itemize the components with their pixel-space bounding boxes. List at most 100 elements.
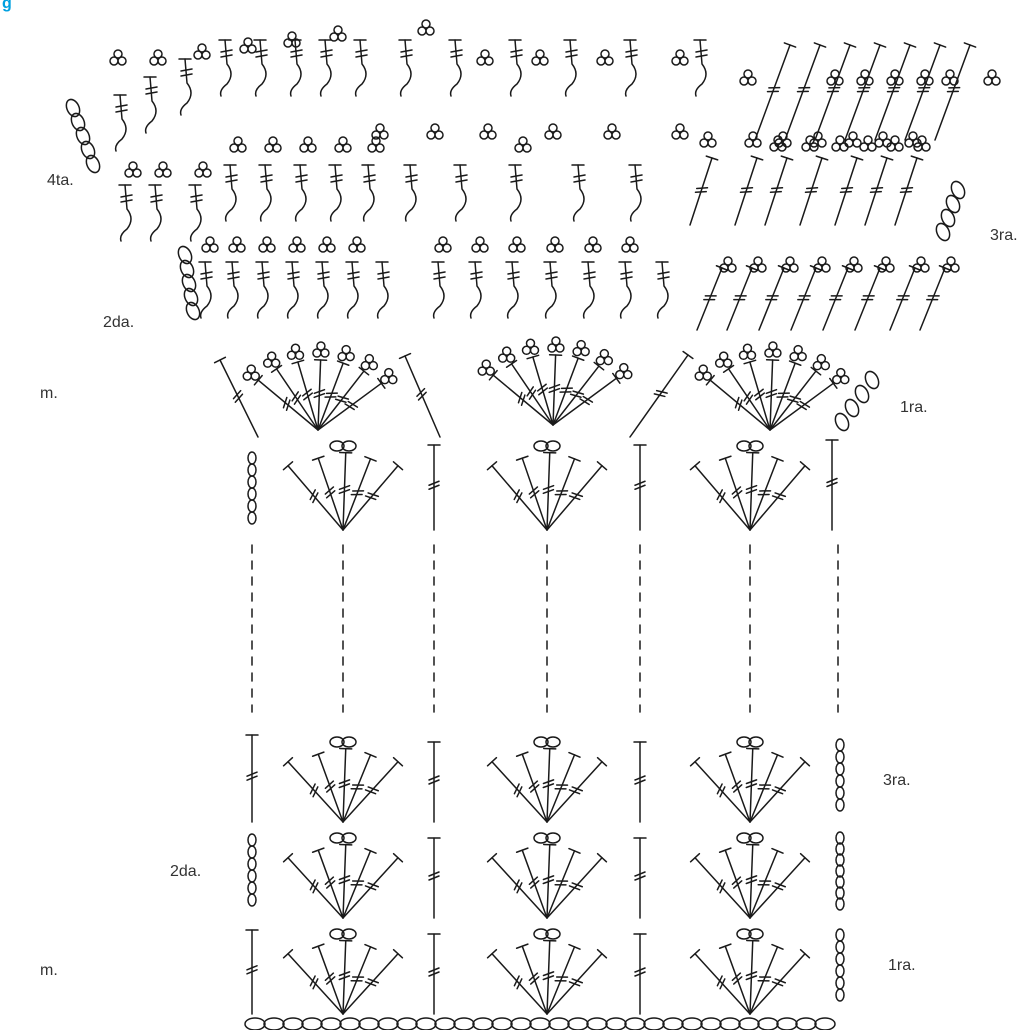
chain-ring	[162, 168, 172, 178]
chain-ring	[839, 142, 849, 152]
stitch-top-bar	[392, 852, 404, 863]
chain-stitch	[396, 1017, 418, 1030]
double-crochet-symbol	[696, 265, 729, 331]
picot-symbol	[109, 49, 127, 66]
curved-stitch-symbol	[618, 261, 633, 319]
chain-ring	[539, 56, 549, 66]
shell-fan	[533, 440, 561, 452]
chain-ring	[266, 243, 276, 253]
double-crochet-symbol	[825, 439, 839, 531]
double-crochet-symbol	[894, 155, 924, 226]
picot-symbol	[916, 69, 934, 86]
double-crochet-symbol	[743, 359, 771, 431]
stitch-yarnover-mark	[428, 775, 440, 781]
stitch-yarnover-mark	[545, 276, 558, 280]
double-crochet-symbol	[633, 837, 647, 919]
stitch-top-bar	[850, 155, 864, 161]
chain-stitch	[662, 1017, 684, 1030]
stitch-top-bar	[377, 377, 386, 389]
chain-stitch	[776, 1017, 798, 1030]
stitch-top-bar	[282, 461, 294, 471]
stitch-top-bar	[270, 364, 283, 373]
curved-stitch-symbol	[255, 261, 270, 319]
stitch-yarnover-mark	[428, 484, 440, 490]
stitch-yarnover-mark	[745, 394, 754, 405]
chain-ring	[753, 256, 763, 266]
stitch-yarnover-mark	[290, 49, 303, 53]
stitch-yarnover-mark	[285, 399, 291, 412]
chain-ring	[592, 243, 602, 253]
stitch-yarnover-mark	[839, 190, 852, 194]
stitch-top-bar	[282, 852, 294, 863]
stitch-top-bar	[689, 756, 701, 767]
chain-ring	[371, 136, 381, 146]
stitch-yarnover-mark	[234, 393, 244, 403]
label-row3-upper: 3ra.	[990, 227, 1018, 244]
stitch-yarnover-mark	[528, 972, 539, 982]
picot-symbol	[228, 236, 246, 253]
chain-column	[835, 928, 845, 1002]
shell-fan	[736, 832, 764, 844]
double-crochet-symbol	[427, 444, 441, 531]
stitch-top-bar	[282, 756, 294, 767]
chain-stitch	[757, 1017, 779, 1030]
curved-stitch-symbol	[223, 164, 238, 222]
double-crochet-symbol	[542, 747, 557, 823]
stitch-yarnover-mark	[325, 490, 336, 499]
chain-stitch	[835, 853, 845, 867]
stitch-yarnover-mark	[743, 391, 751, 402]
picot-symbol	[913, 135, 931, 152]
stitch-yarnover-mark	[260, 179, 273, 183]
stitch-yarnover-mark	[355, 54, 368, 58]
stitch-yarnover-mark	[548, 383, 561, 390]
stitch-top-bar	[571, 355, 585, 362]
stitch-yarnover-mark	[826, 477, 838, 484]
picot-symbol	[789, 344, 807, 362]
stitch-stem	[354, 39, 367, 97]
double-crochet-symbol	[633, 444, 647, 531]
stitch-stem	[544, 261, 557, 319]
chain-stitch	[358, 1017, 380, 1030]
stitch-yarnover-mark	[150, 194, 163, 198]
stitch-top-bar	[843, 42, 857, 48]
stitch-yarnover-mark	[301, 388, 312, 397]
stitch-top-bar	[689, 852, 701, 863]
stitch-yarnover-mark	[344, 403, 355, 411]
stitch-stem	[254, 39, 267, 97]
stitch-yarnover-mark	[312, 882, 319, 894]
chain-stitch	[80, 140, 96, 160]
double-crochet-symbol	[734, 155, 764, 226]
stitch-yarnover-mark	[719, 492, 726, 504]
double-crochet-symbol	[546, 756, 608, 823]
stitch-top-bar	[873, 42, 887, 48]
chain-ring	[742, 343, 753, 354]
chain-stitch	[567, 1017, 589, 1030]
stitch-stem	[286, 261, 299, 319]
stitch-yarnover-mark	[716, 879, 723, 891]
double-crochet-symbol	[253, 374, 319, 431]
stitch-yarnover-mark	[799, 400, 811, 408]
chain-stitch	[736, 928, 752, 940]
chain-stitch	[835, 831, 845, 845]
stitch-stem	[469, 261, 482, 319]
stitch-top-bar	[596, 461, 608, 471]
stitch-yarnover-mark	[583, 271, 596, 275]
curved-stitch-symbol	[581, 261, 596, 319]
double-crochet-symbol	[745, 843, 760, 919]
stitch-yarnover-mark	[367, 882, 380, 888]
stitch-yarnover-mark	[528, 389, 537, 400]
stitch-top-bar	[705, 155, 719, 161]
chain-ring	[481, 359, 491, 369]
stitch-yarnover-mark	[433, 276, 446, 280]
stitch-yarnover-mark	[150, 199, 163, 203]
stitch-yarnover-mark	[548, 387, 561, 394]
stitch-yarnover-mark	[225, 179, 238, 183]
stitch-top-bar	[568, 943, 581, 950]
stitch-yarnover-mark	[246, 965, 258, 971]
chain-stitch	[247, 845, 257, 859]
stitch-yarnover-mark	[227, 276, 240, 280]
chain-column	[247, 833, 257, 907]
stitch-yarnover-mark	[571, 882, 584, 888]
stitch-yarnover-mark	[363, 179, 376, 183]
stitch-yarnover-mark	[568, 885, 581, 891]
